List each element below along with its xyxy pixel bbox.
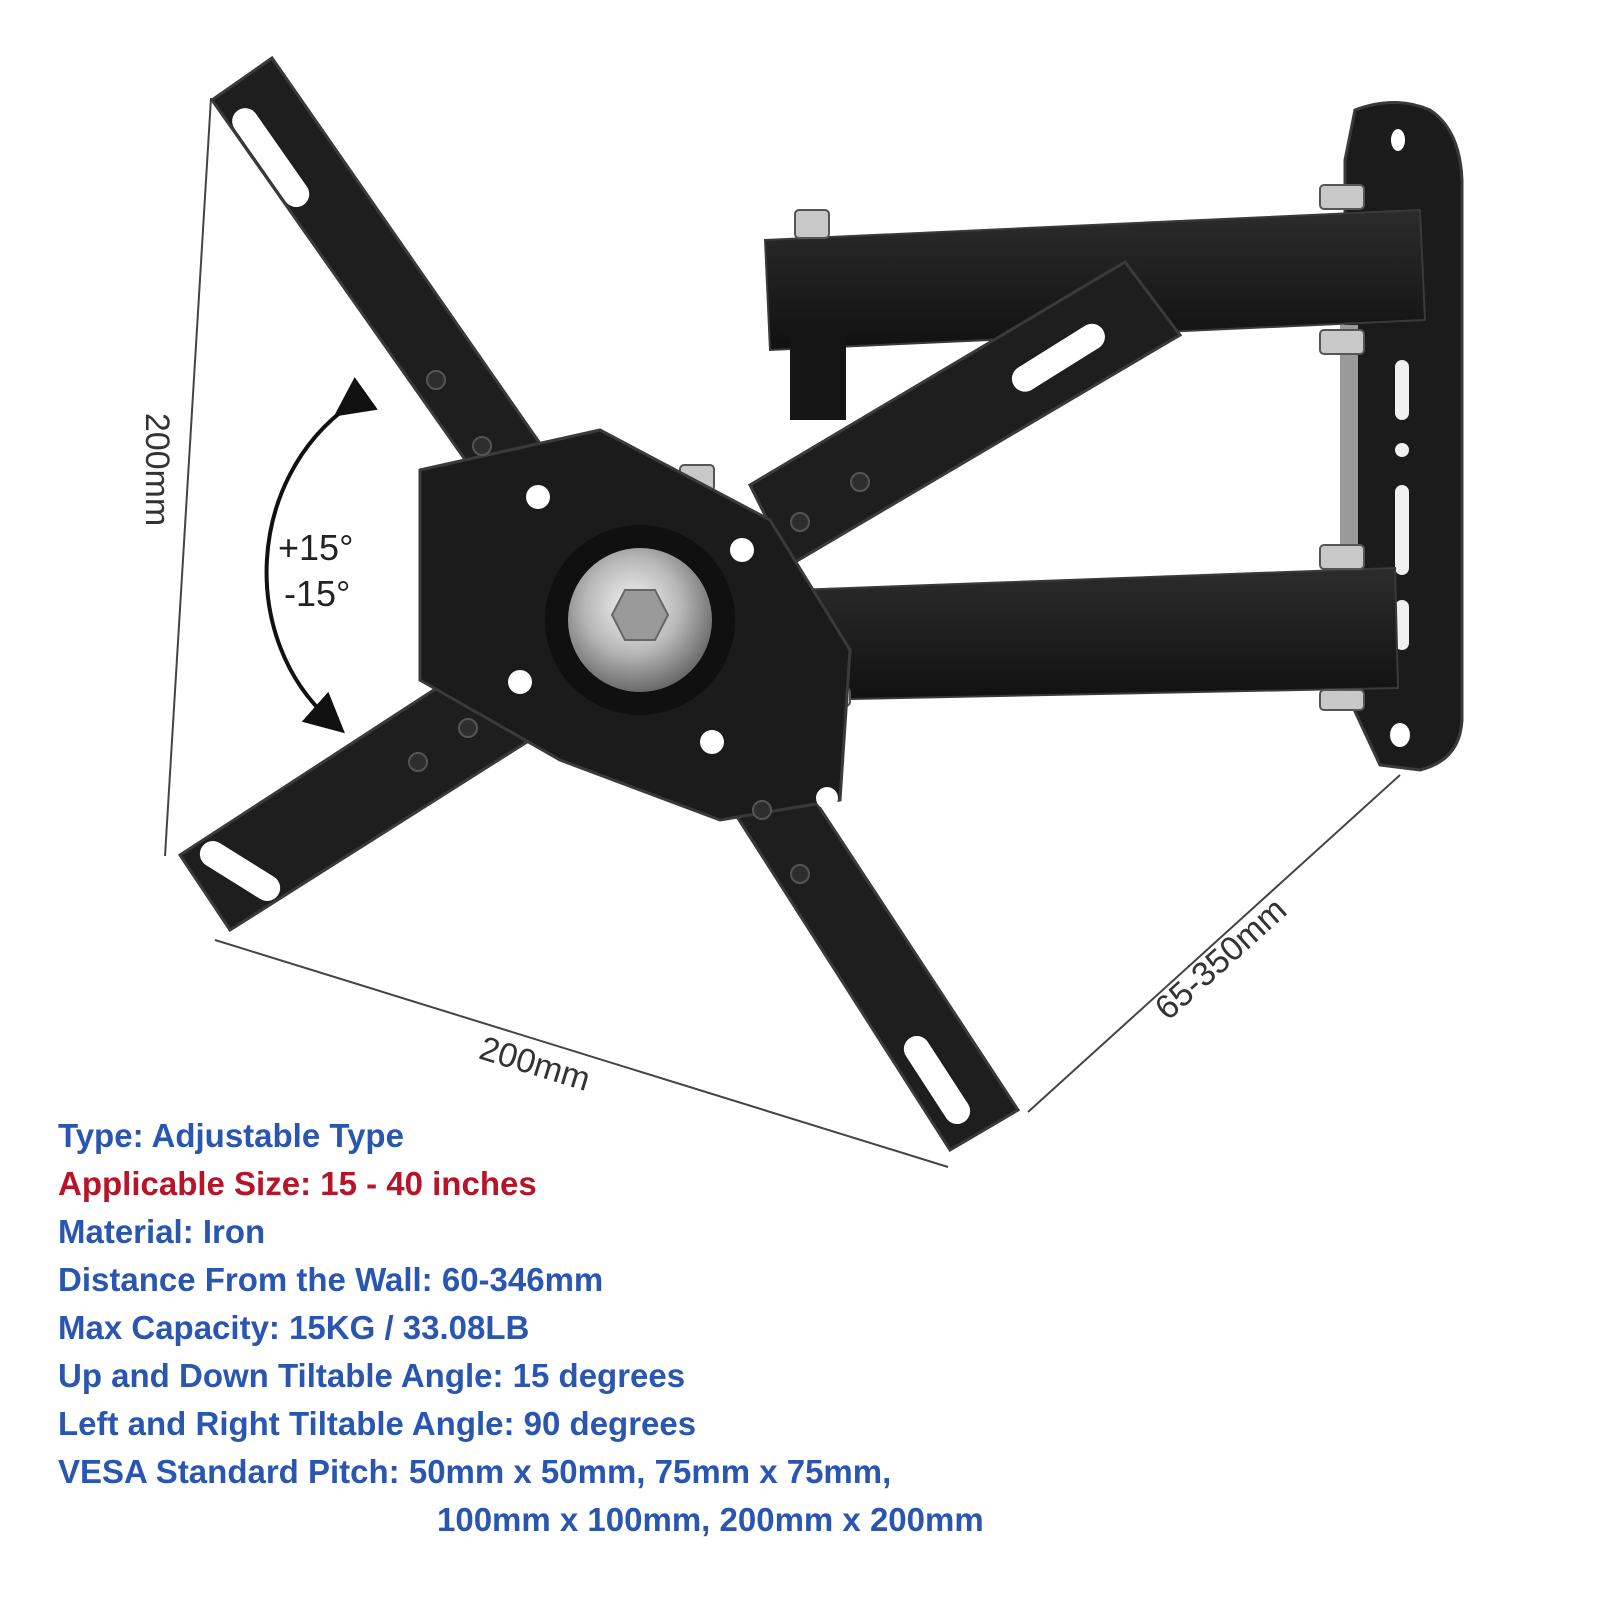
spec-item: VESA Standard Pitch: 50mm x 50mm, 75mm x… <box>58 1453 892 1490</box>
spec-item: Distance From the Wall: 60-346mm <box>58 1261 604 1298</box>
lower-arm <box>793 566 1400 702</box>
tilt-arc-arrow <box>264 377 378 734</box>
spec-item: Material: Iron <box>58 1213 266 1250</box>
tilt-up-label: +15° <box>278 527 354 568</box>
spec-item: Up and Down Tiltable Angle: 15 degrees <box>58 1357 686 1394</box>
spec-item: Applicable Size: 15 - 40 inches <box>58 1165 537 1202</box>
depth-dimension-line <box>1027 774 1401 1113</box>
vesa-cross-plate <box>177 55 1183 1153</box>
spec-item: 100mm x 100mm, 200mm x 200mm <box>437 1501 984 1538</box>
spec-item: Type: Adjustable Type <box>58 1117 404 1154</box>
height-dimension-line <box>164 97 212 857</box>
dimension-lines <box>164 97 1401 1168</box>
width-dimension-line <box>214 939 949 1168</box>
height-dimension-label: 200mm <box>138 412 177 527</box>
spec-item: Left and Right Tiltable Angle: 90 degree… <box>58 1405 697 1442</box>
tilt-down-label: -15° <box>284 573 351 614</box>
spec-item: Max Capacity: 15KG / 33.08LB <box>58 1309 530 1346</box>
